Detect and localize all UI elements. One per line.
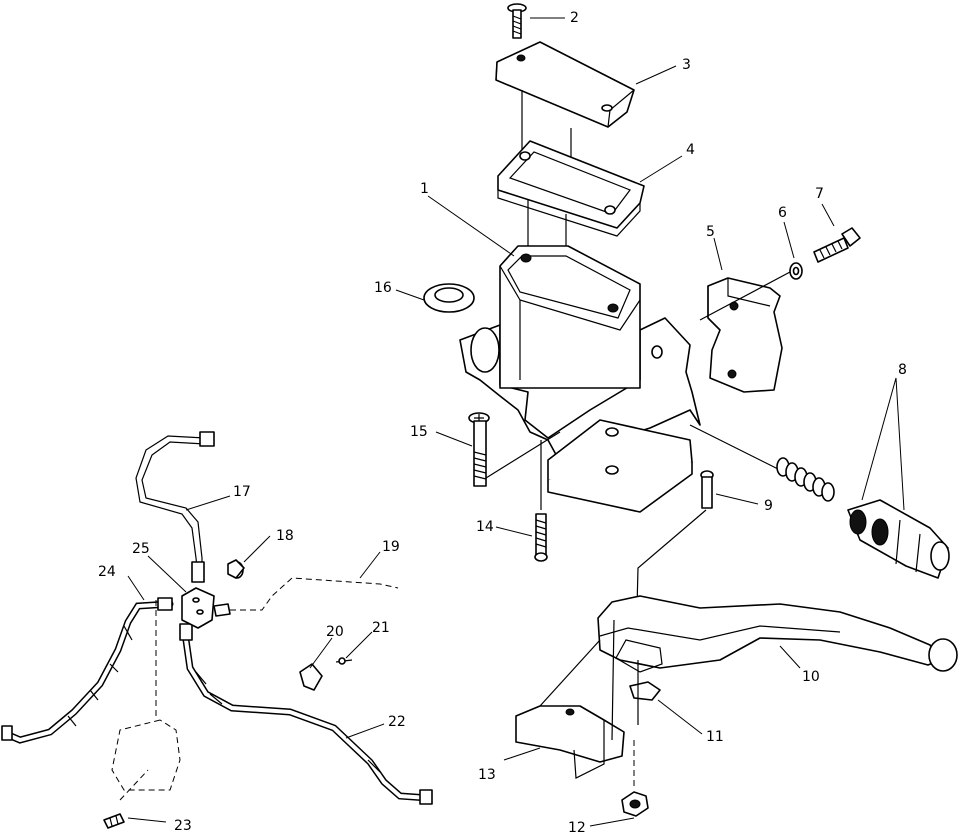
callout-1: 1 (420, 181, 429, 197)
callout-3: 3 (682, 57, 691, 73)
part-14-screw (534, 513, 548, 562)
part-22-hose (179, 623, 433, 805)
callout-15: 15 (410, 424, 428, 440)
callout-22: 22 (388, 714, 406, 730)
part-6-washer (789, 262, 803, 280)
callout-19: 19 (382, 539, 400, 555)
callout-24: 24 (98, 564, 116, 580)
part-9-pin (700, 470, 714, 509)
callout-4: 4 (686, 142, 695, 158)
part-20-grommet (299, 663, 323, 691)
callout-21: 21 (372, 620, 390, 636)
callout-6: 6 (778, 205, 787, 221)
callout-25: 25 (132, 541, 150, 557)
part-3-cover (495, 41, 635, 128)
part-17-hose (135, 431, 215, 583)
part-1-master-cylinder (459, 245, 701, 513)
part-16-boot (423, 283, 475, 313)
part-12-nut (621, 791, 649, 817)
callout-labels: 1 2 3 4 5 6 7 8 9 10 11 12 13 14 15 16 1… (98, 10, 907, 834)
part-18-fitting (227, 559, 245, 579)
callout-9: 9 (764, 498, 773, 514)
callout-18: 18 (276, 528, 294, 544)
part-21-pin (335, 657, 353, 665)
part-10-lever (597, 595, 958, 672)
part-25-junction-block (181, 587, 231, 629)
callout-17: 17 (233, 484, 251, 500)
part-2-screw (507, 3, 527, 39)
callout-23: 23 (174, 818, 192, 834)
callout-12: 12 (568, 820, 586, 834)
callout-16: 16 (374, 280, 392, 296)
leader-lines (127, 17, 905, 827)
bracket-outline (111, 600, 181, 791)
callout-8: 8 (898, 362, 907, 378)
part-19-line (230, 577, 399, 611)
callout-14: 14 (476, 519, 494, 535)
part-4-diaphragm (497, 140, 645, 237)
part-13-guard (515, 619, 639, 779)
callout-11: 11 (706, 729, 724, 745)
part-23-screw (103, 813, 125, 829)
part-8-piston-kit (689, 424, 950, 579)
part-24-hose (1, 597, 174, 744)
callout-10: 10 (802, 669, 820, 685)
callout-5: 5 (706, 224, 715, 240)
part-7-bolt (813, 227, 861, 263)
part-5-clamp (707, 277, 783, 393)
callout-13: 13 (478, 767, 496, 783)
callout-7: 7 (815, 186, 824, 202)
callout-2: 2 (570, 10, 579, 26)
callout-20: 20 (326, 624, 344, 640)
part-15-pivot-bolt (468, 412, 490, 487)
